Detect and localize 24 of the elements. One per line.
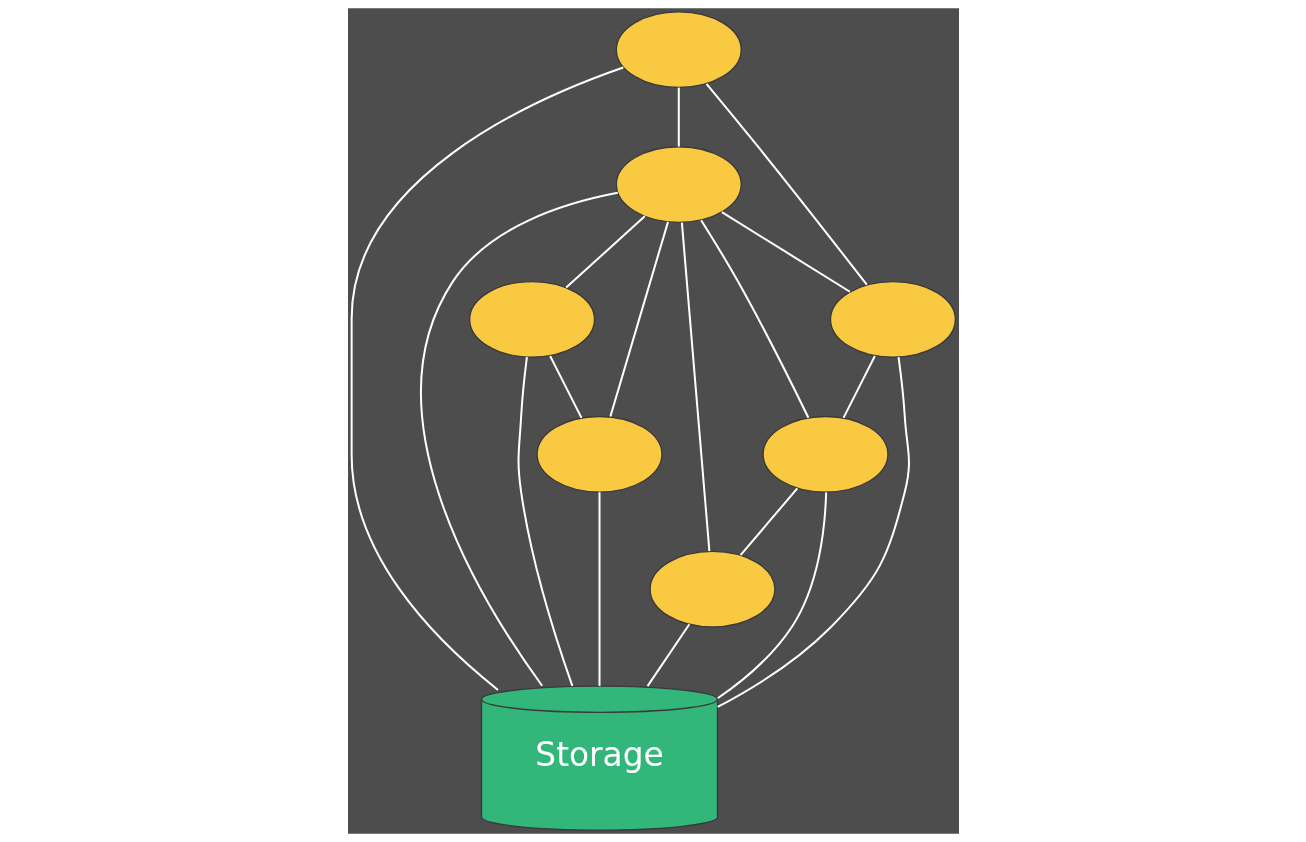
connector bbox=[598, 491, 600, 687]
node-ellipse bbox=[829, 280, 956, 358]
connector bbox=[699, 219, 809, 419]
connector bbox=[842, 354, 876, 419]
node-ellipse bbox=[615, 146, 742, 224]
connector bbox=[705, 82, 868, 286]
node-ellipse bbox=[648, 550, 776, 628]
connector bbox=[548, 354, 582, 419]
connector bbox=[419, 191, 619, 687]
connector bbox=[677, 86, 680, 148]
connector bbox=[716, 356, 910, 708]
node-ellipse bbox=[535, 415, 663, 493]
connector bbox=[720, 211, 851, 293]
connector bbox=[646, 623, 690, 688]
node-ellipse bbox=[761, 415, 889, 493]
connector bbox=[739, 487, 798, 557]
connector bbox=[517, 356, 573, 687]
connector bbox=[716, 491, 827, 700]
connector bbox=[350, 66, 624, 691]
node-ellipse bbox=[468, 280, 595, 358]
connector bbox=[564, 215, 646, 289]
connector bbox=[680, 221, 710, 553]
node-ellipse bbox=[615, 11, 742, 89]
connector bbox=[608, 220, 669, 418]
